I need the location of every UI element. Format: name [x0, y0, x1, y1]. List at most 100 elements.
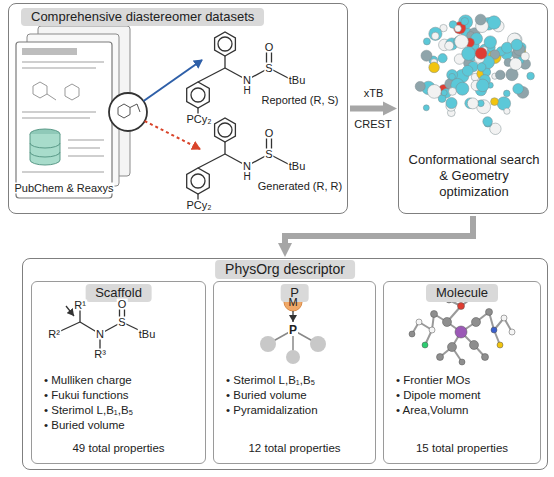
- descriptor-item: • Buried volume: [44, 419, 125, 433]
- document-stack: [22, 48, 77, 55]
- scaffold-structure: [54, 304, 147, 354]
- molecule-model: [409, 295, 515, 365]
- atom-label: M: [287, 297, 298, 308]
- atom-label: PCy₂: [185, 200, 212, 211]
- atom-sphere: [527, 72, 535, 80]
- atom-sphere: [423, 105, 429, 111]
- document-stack: [68, 155, 104, 157]
- atom-sphere: [475, 47, 487, 59]
- molecule-model: [412, 298, 512, 362]
- atom-label: tBu: [288, 161, 307, 172]
- atom-sphere: [446, 97, 457, 108]
- atom-ball: [497, 342, 503, 348]
- document-stack: [30, 143, 60, 157]
- flow-arrow: [285, 216, 473, 247]
- atom-label: O: [264, 42, 275, 53]
- atom-label: N: [95, 329, 105, 340]
- document-stack: [65, 84, 79, 100]
- atom-sphere: [423, 38, 430, 45]
- document-stack: [68, 139, 104, 141]
- atom-sphere: [502, 42, 513, 53]
- atom-sphere: [415, 81, 425, 91]
- atom-ball: [448, 343, 457, 352]
- atom-sphere: [511, 39, 522, 50]
- property-count: 12 total properties: [248, 442, 340, 456]
- descriptor-item: • Pyramidalization: [226, 404, 318, 418]
- caption-label: Generated (R, R): [257, 181, 343, 192]
- descriptor-group: Molecule• Frontier MOs• Dipole moment• A…: [383, 281, 541, 464]
- descriptor-item: • Sterimol L,B₁,B₅: [226, 374, 315, 388]
- atom-label: R²: [47, 329, 61, 340]
- descriptor-item: • Sterimol L,B₁,B₅: [44, 404, 133, 418]
- atom-sphere: [521, 52, 529, 60]
- atom-label: S: [264, 63, 273, 74]
- atom-sphere: [496, 70, 505, 79]
- atom-label: S: [117, 317, 126, 328]
- atom-sphere: [438, 54, 447, 63]
- atom-ball: [455, 326, 467, 338]
- atom-sphere: [467, 98, 478, 109]
- atom-sphere: [455, 35, 469, 49]
- atom-sphere: [487, 16, 500, 29]
- atom-label: O: [117, 299, 128, 310]
- atom-sphere: [476, 79, 489, 92]
- descriptor-item: • Mulliken charge: [44, 374, 132, 388]
- molecule-model: [409, 295, 515, 365]
- descriptor-panel: PhysOrg descriptorScaffold• Mulliken cha…: [22, 258, 548, 470]
- atom-sphere: [477, 63, 486, 72]
- generated-arrow: [145, 121, 200, 149]
- atom-sphere: [497, 97, 510, 110]
- atom-ball: [482, 354, 489, 361]
- document-stack: [118, 104, 130, 118]
- atom-ball: [501, 315, 507, 321]
- property-count: 49 total properties: [72, 442, 164, 456]
- document-stack: [137, 104, 140, 112]
- descriptor-item: • Fukui functions: [44, 389, 129, 403]
- conformer-panel: Conformational search & Geometry optimiz…: [398, 3, 548, 214]
- edge-label: xTB: [363, 87, 385, 98]
- document-stack: [16, 42, 112, 198]
- atom-sphere: [504, 90, 511, 97]
- atom-label: H: [242, 172, 251, 182]
- atom-ball: [470, 341, 479, 350]
- atom-label: PCy₂: [185, 114, 212, 125]
- atom-ball: [458, 303, 465, 310]
- atom-sphere: [483, 117, 493, 127]
- atom-sphere: [455, 25, 462, 32]
- caption-label: CREST: [353, 119, 392, 130]
- document-stack: [33, 82, 47, 98]
- descriptor-item: • Area,Volumn: [396, 404, 468, 418]
- atom-label: N: [242, 161, 252, 172]
- atom-label: S: [264, 149, 273, 160]
- section-title: Comprehensive diastereomer datasets: [21, 8, 264, 26]
- atom-sphere: [421, 50, 432, 61]
- molecule-structure: [218, 37, 232, 51]
- document-stack: [22, 67, 96, 69]
- atom-label: R¹: [73, 300, 87, 311]
- atom-sphere: [449, 73, 456, 80]
- document-stack: [68, 147, 100, 149]
- phosphorus-sketch: [286, 350, 300, 364]
- document-stack: [22, 117, 90, 119]
- document-stack: [30, 134, 60, 165]
- atom-sphere: [445, 41, 454, 50]
- atom-sphere: [504, 108, 510, 114]
- atom-sphere: [427, 85, 441, 99]
- phosphorus-sketch: [292, 311, 293, 322]
- atom-label: tBu: [138, 329, 157, 340]
- caption-label: PubChem & Reaxys: [13, 183, 114, 194]
- document-stack: [47, 94, 56, 100]
- descriptor-item: • Dipole moment: [396, 389, 481, 403]
- descriptor-item: • Frontier MOs: [396, 374, 470, 388]
- descriptor-group: P• Sterimol L,B₁,B₅• Buried volume• Pyra…: [213, 281, 376, 464]
- atom-sphere: [513, 84, 524, 95]
- atom-sphere: [429, 62, 440, 73]
- molecule-structure: [224, 56, 225, 68]
- atom-ball: [472, 318, 481, 327]
- atom-sphere: [506, 69, 518, 81]
- atom-ball: [409, 331, 415, 337]
- atom-label: N: [242, 75, 252, 86]
- reported-arrow: [144, 60, 202, 101]
- atom-ball: [443, 318, 452, 327]
